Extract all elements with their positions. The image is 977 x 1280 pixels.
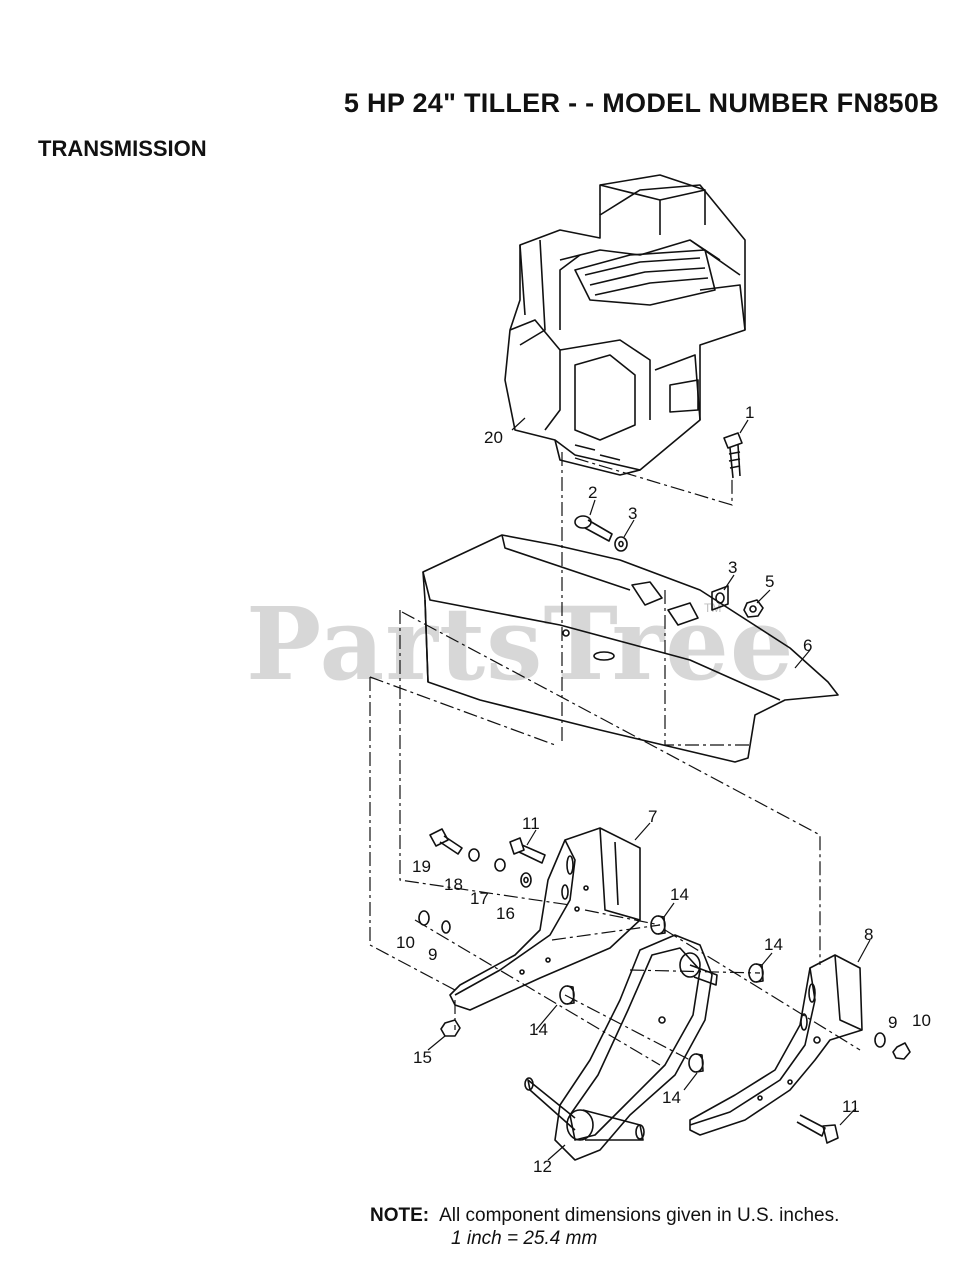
unit-conversion: 1 inch = 25.4 mm xyxy=(451,1228,598,1249)
callout-20: 20 xyxy=(484,428,503,447)
callout-11b: 11 xyxy=(842,1097,860,1116)
callout-14a: 14 xyxy=(670,885,689,904)
callout-9b: 9 xyxy=(888,1013,897,1032)
left-bracket-part-7 xyxy=(449,827,641,1011)
callout-3b: 3 xyxy=(728,558,737,577)
callout-8: 8 xyxy=(864,925,873,944)
callout-15: 15 xyxy=(413,1048,432,1067)
callout-7: 7 xyxy=(648,807,657,826)
page-title: 5 HP 24" TILLER - - MODEL NUMBER FN850B xyxy=(343,88,939,118)
callout-16: 16 xyxy=(496,904,515,923)
note-label: NOTE: xyxy=(370,1205,430,1226)
chain-case-part-12 xyxy=(524,934,718,1161)
callout-6: 6 xyxy=(803,636,812,655)
callout-14b: 14 xyxy=(764,935,783,954)
callout-3a: 3 xyxy=(628,504,637,523)
callout-5: 5 xyxy=(765,572,774,591)
callout-14c: 14 xyxy=(529,1020,548,1039)
callout-11a: 11 xyxy=(522,814,540,833)
callout-9a: 9 xyxy=(428,945,437,964)
note-text: All component dimensions given in U.S. i… xyxy=(439,1205,840,1226)
callout-10b: 10 xyxy=(912,1011,931,1030)
callout-19: 19 xyxy=(412,857,431,876)
small-hardware xyxy=(418,828,911,1144)
tine-shield-part-6 xyxy=(422,534,839,763)
bolt-part-2 xyxy=(574,515,628,552)
callout-10a: 10 xyxy=(396,933,415,952)
callout-17: 17 xyxy=(470,889,489,908)
callout-14d: 14 xyxy=(662,1088,681,1107)
engine-drawing xyxy=(504,174,746,476)
callout-12: 12 xyxy=(533,1157,552,1176)
callout-numbers: 1 2 3 3 5 6 7 8 9 9 10 10 11 11 12 14 14… xyxy=(396,403,931,1176)
section-heading: TRANSMISSION xyxy=(38,136,207,161)
callout-18: 18 xyxy=(444,875,463,894)
spacer-parts-14 xyxy=(559,915,764,1073)
callout-leaders xyxy=(427,417,871,1161)
washer-nut-parts xyxy=(711,585,764,618)
dimension-note: NOTE: All component dimensions given in U… xyxy=(370,1205,839,1227)
callout-1: 1 xyxy=(745,403,754,422)
bolt-part-1 xyxy=(723,432,743,479)
right-bracket-part-8 xyxy=(689,954,863,1136)
assembly-lines xyxy=(369,452,861,1066)
watermark-logo: PartsTree xyxy=(246,585,795,703)
callout-2: 2 xyxy=(588,483,597,502)
